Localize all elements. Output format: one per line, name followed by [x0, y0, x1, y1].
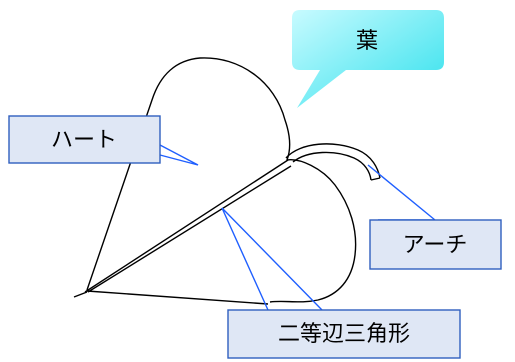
- stem-tail: [73, 291, 88, 298]
- triangle-label: 二等辺三角形: [278, 322, 410, 347]
- triangle-leg-upper: [84, 159, 289, 293]
- heart-outline: [86, 57, 357, 303]
- heart-leader: [159, 144, 199, 166]
- leaf-callout: 葉: [292, 10, 444, 108]
- triangle-base: [86, 290, 269, 305]
- leaf-label: 葉: [356, 29, 378, 54]
- triangle-callout-box: [227, 309, 461, 359]
- arch-callout: アーチ: [369, 219, 502, 270]
- heart-label: ハート: [51, 128, 117, 153]
- arch-end: [370, 177, 381, 181]
- heart-drawing: [73, 57, 381, 305]
- arch-leader: [367, 164, 437, 221]
- triangle-leg-lower: [87, 165, 292, 293]
- leaf-callout-shape: [292, 10, 444, 108]
- arch-inner: [292, 151, 372, 181]
- heart-callout-box: [8, 115, 161, 164]
- arch-label: アーチ: [403, 233, 468, 258]
- heart-callout: ハート: [8, 115, 161, 164]
- arch-outer: [285, 143, 381, 179]
- arch-callout-box: [369, 219, 502, 270]
- triangle-leader: [221, 207, 323, 311]
- triangle-callout: 二等辺三角形: [227, 309, 461, 359]
